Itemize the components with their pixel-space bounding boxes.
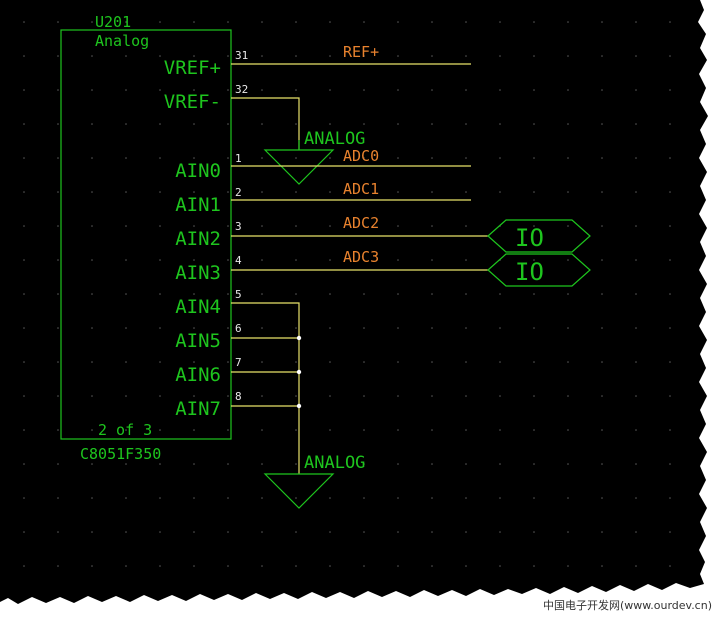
- junction-ain6: [296, 369, 302, 375]
- pin-name: AIN3: [175, 262, 221, 284]
- watermark: 中国电子开发网(www.ourdev.cn): [540, 597, 714, 613]
- io-port-adc3[interactable]: [487, 253, 591, 287]
- pin-number: 6: [235, 322, 242, 335]
- component-part-index: 2 of 3: [98, 421, 152, 439]
- net-label-adc0: ADC0: [343, 147, 379, 165]
- pin-number: 1: [235, 152, 242, 165]
- pin-number: 4: [235, 254, 242, 267]
- pin-name: VREF+: [164, 57, 221, 79]
- canvas-background: [0, 0, 708, 604]
- pin-number: 5: [235, 288, 242, 301]
- pin-number: 2: [235, 186, 242, 199]
- io-port-adc3-label: IO: [515, 258, 544, 286]
- pin-name: AIN0: [175, 160, 221, 182]
- net-label-adc3: ADC3: [343, 248, 379, 266]
- junction-ain5: [296, 335, 302, 341]
- ground-symbol-top[interactable]: [263, 149, 335, 185]
- grid-dots: [23, 21, 671, 567]
- wire-ain4-to-ground[interactable]: [231, 302, 300, 474]
- net-label-adc2: ADC2: [343, 214, 379, 232]
- junction-ain7: [296, 403, 302, 409]
- pin-name: VREF-: [164, 91, 221, 113]
- component-section-name: Analog: [95, 32, 149, 50]
- net-label-ref-plus: REF+: [343, 43, 379, 61]
- pin-name: AIN6: [175, 364, 221, 386]
- pin-name: AIN7: [175, 398, 221, 420]
- pin-name: AIN1: [175, 194, 221, 216]
- component-body[interactable]: [60, 29, 232, 440]
- pin-number: 8: [235, 390, 242, 403]
- io-port-adc2-label: IO: [515, 224, 544, 252]
- ground-symbol-bottom[interactable]: [263, 473, 335, 509]
- ground-label-top: ANALOG: [304, 129, 365, 149]
- pin-number: 31: [235, 49, 248, 62]
- io-port-adc2[interactable]: [487, 219, 591, 253]
- wire-vref-minus[interactable]: [231, 97, 300, 150]
- pin-number: 3: [235, 220, 242, 233]
- pin-name: AIN5: [175, 330, 221, 352]
- ground-label-bottom: ANALOG: [304, 453, 365, 473]
- component-refdes: U201: [95, 13, 131, 31]
- pin-name: AIN2: [175, 228, 221, 250]
- net-label-adc1: ADC1: [343, 180, 379, 198]
- pin-name: AIN4: [175, 296, 221, 318]
- pin-number: 7: [235, 356, 242, 369]
- component-part-number: C8051F350: [80, 445, 161, 463]
- pin-number: 32: [235, 83, 248, 96]
